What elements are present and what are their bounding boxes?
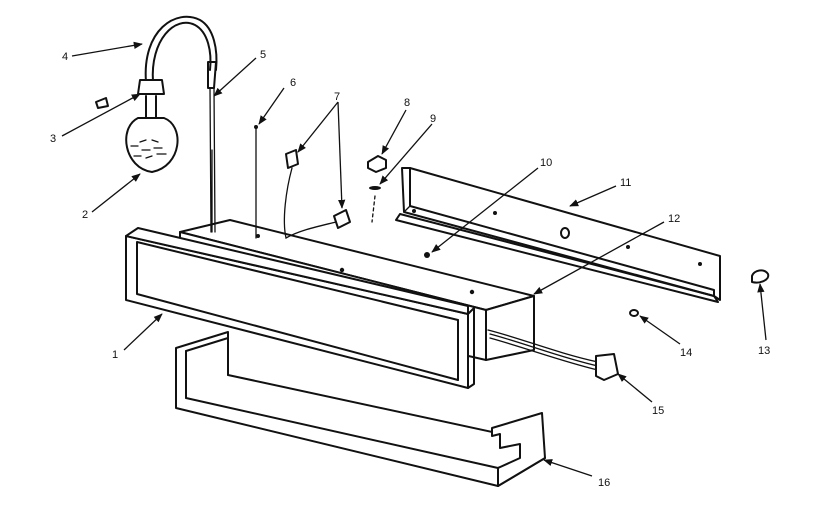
callout-9: 9 xyxy=(430,113,436,125)
callout-2: 2 xyxy=(82,209,88,221)
part-9-washer xyxy=(369,186,381,223)
callout-13: 13 xyxy=(758,345,770,357)
callout-16: 16 xyxy=(598,477,610,489)
callout-15: 15 xyxy=(652,405,664,417)
part-6-pin xyxy=(254,125,258,239)
callout-12: 12 xyxy=(668,213,680,225)
part-4-gooseneck-tube xyxy=(144,15,218,233)
part-11-rail xyxy=(395,167,721,303)
part-3-screw xyxy=(95,97,109,109)
callout-11: 11 xyxy=(620,177,631,189)
part-15-cord-plug xyxy=(487,329,619,381)
callout-1: 1 xyxy=(112,349,118,361)
part-2-globe-lamp xyxy=(125,79,179,173)
callout-labels: 1 2 3 4 5 6 7 8 9 10 11 12 13 14 15 16 xyxy=(50,49,770,489)
callout-8: 8 xyxy=(404,97,410,109)
callout-10: 10 xyxy=(540,157,552,169)
callout-7: 7 xyxy=(334,91,340,103)
part-7-connectors xyxy=(283,149,351,240)
part-10-screw xyxy=(424,252,430,258)
part-14-pin xyxy=(629,309,639,317)
callout-4: 4 xyxy=(62,51,68,63)
callout-14: 14 xyxy=(680,347,692,359)
leader-lines xyxy=(61,41,767,477)
part-8-nut xyxy=(367,155,387,173)
part-1-front-panel xyxy=(125,227,475,389)
callout-5: 5 xyxy=(260,49,266,61)
part-13-bulb xyxy=(751,269,770,284)
callout-3: 3 xyxy=(50,133,56,145)
callout-6: 6 xyxy=(290,77,296,89)
part-16-lower-tray xyxy=(175,331,546,487)
